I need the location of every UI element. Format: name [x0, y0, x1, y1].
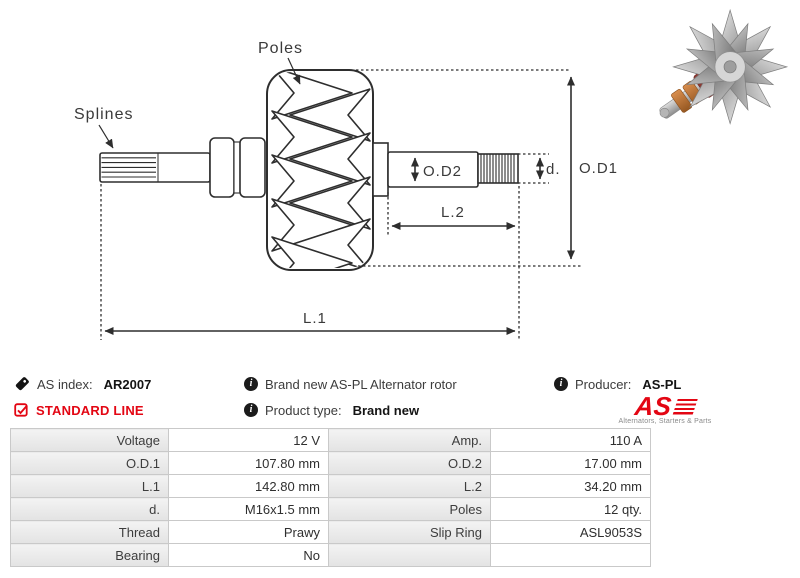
splines-label: Splines — [74, 106, 133, 123]
standard-line-text: STANDARD LINE — [36, 402, 144, 418]
producer-item: i Producer: AS-PL — [554, 375, 681, 393]
l1-label: L.1 — [303, 310, 327, 327]
info-icon: i — [244, 377, 258, 391]
spec-value-cell: 142.80 mm — [168, 474, 329, 498]
poles-label: Poles — [258, 40, 303, 57]
as-index-label: AS index: — [37, 376, 93, 392]
product-type-item: i Product type: Brand new — [244, 401, 419, 419]
shaft-collars — [209, 137, 266, 198]
spec-label-cell: d. — [10, 497, 169, 521]
spec-value-cell: 12 V — [168, 428, 329, 452]
description-text: Brand new AS-PL Alternator rotor — [265, 376, 457, 392]
spec-label-cell: Bearing — [10, 543, 169, 567]
producer-label: Producer: — [575, 376, 632, 392]
spec-value-cell: 34.20 mm — [490, 474, 651, 498]
spec-value-cell: M16x1.5 mm — [168, 497, 329, 521]
info-icon: i — [244, 403, 258, 417]
spec-value-cell: 110 A — [490, 428, 651, 452]
od1-label: O.D1 — [579, 160, 618, 177]
spec-table: Voltage 12 V Amp. 110 A O.D.1 107.80 mm … — [10, 428, 651, 567]
tag-icon — [15, 377, 29, 391]
table-row: Thread Prawy Slip Ring ASL9053S — [10, 520, 651, 544]
spec-label-cell: Slip Ring — [328, 520, 491, 544]
table-row: O.D.1 107.80 mm O.D.2 17.00 mm — [10, 451, 651, 475]
table-row: L.1 142.80 mm L.2 34.20 mm — [10, 474, 651, 498]
as-pl-logo-text: AS — [633, 391, 674, 421]
d-label: d. — [546, 161, 561, 178]
spec-label-cell: Voltage — [10, 428, 169, 452]
spec-label-cell: L.1 — [10, 474, 169, 498]
spec-value-cell: 107.80 mm — [168, 451, 329, 475]
as-index-item: AS index: AR2007 — [14, 375, 151, 393]
producer-value: AS-PL — [642, 376, 682, 392]
standard-line-badge: STANDARD LINE — [14, 401, 144, 419]
thread-hatching — [480, 154, 515, 183]
product-type-value: Brand new — [352, 402, 420, 418]
poles-leader-arrow — [287, 57, 301, 85]
splines-leader-arrow — [98, 124, 114, 149]
construction-lines — [100, 69, 583, 340]
l2-label: L.2 — [441, 204, 465, 221]
spec-label-cell: Amp. — [328, 428, 491, 452]
rotor-technical-diagram: Poles Splines O.D2 d. O.D1 L.2 L.1 — [74, 40, 618, 340]
spec-value-cell: No — [168, 543, 329, 567]
od2-label: O.D2 — [423, 163, 462, 180]
as-pl-logo-tagline: Alternators, Starters & Parts — [618, 418, 712, 425]
product-type-label: Product type: — [265, 402, 342, 418]
table-row: Voltage 12 V Amp. 110 A — [10, 428, 651, 452]
description-item: i Brand new AS-PL Alternator rotor — [244, 375, 457, 393]
table-row: Bearing No — [10, 543, 651, 567]
product-photo — [659, 8, 789, 125]
spec-label-cell: L.2 — [328, 474, 491, 498]
table-row: d. M16x1.5 mm Poles 12 qty. — [10, 497, 651, 521]
spec-label-cell — [328, 543, 491, 567]
spec-value-cell — [490, 543, 651, 567]
check-square-icon — [14, 402, 28, 417]
spec-value-cell: 17.00 mm — [490, 451, 651, 475]
splined-shaft — [99, 152, 211, 183]
spec-label-cell: Thread — [10, 520, 169, 544]
as-pl-logo-stripes-icon — [671, 399, 698, 416]
spec-table-body: Voltage 12 V Amp. 110 A O.D.1 107.80 mm … — [10, 428, 651, 567]
output-shaft — [372, 142, 519, 197]
spec-label-cell: O.D.2 — [328, 451, 491, 475]
spec-label-cell: Poles — [328, 497, 491, 521]
info-icon: i — [554, 377, 568, 391]
spec-value-cell: Prawy — [168, 520, 329, 544]
as-pl-logo: AS Alternators, Starters & Parts — [598, 391, 732, 425]
spec-label-cell: O.D.1 — [10, 451, 169, 475]
as-index-value: AR2007 — [103, 376, 152, 392]
rotor-body — [266, 69, 374, 271]
spec-value-cell: 12 qty. — [490, 497, 651, 521]
photo-claw-poles — [672, 8, 789, 125]
spec-value-cell: ASL9053S — [490, 520, 651, 544]
